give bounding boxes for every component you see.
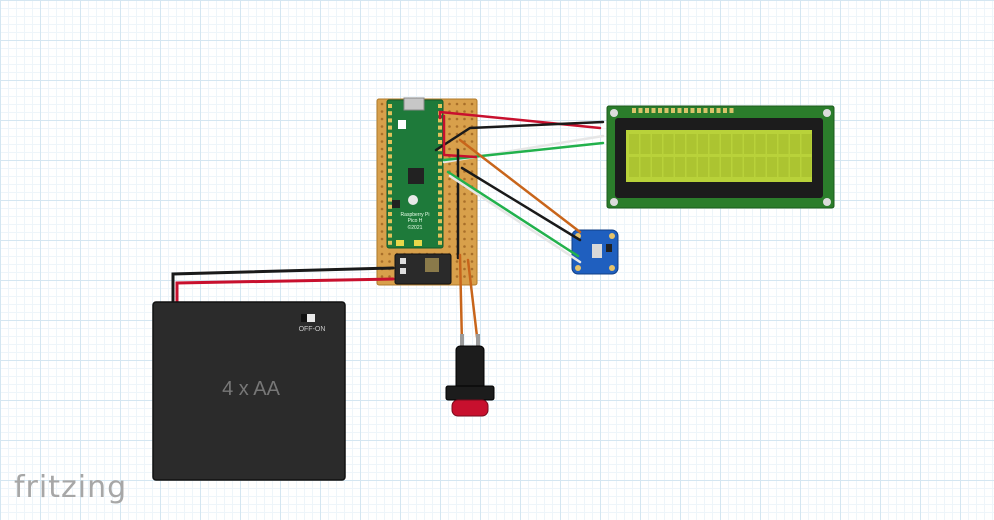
push-button[interactable]: [445, 334, 495, 417]
button-cap[interactable]: [451, 399, 489, 417]
board-wire-red: [442, 114, 478, 159]
pico-label-line3: ©2021: [408, 224, 423, 231]
battery-pack[interactable]: OFF-ON 4 x AA: [152, 301, 346, 481]
battery-label: 4 x AA: [222, 378, 280, 400]
rp2040-chip: [408, 168, 424, 184]
wires: [171, 110, 605, 347]
fritzing-logo: fritzing: [14, 470, 128, 505]
pico-label-line1: Raspberry Pi: [401, 212, 430, 218]
lcd-wire-black: [434, 120, 605, 152]
button-wire-orange-1: [458, 253, 464, 347]
sensor-module[interactable]: [571, 229, 619, 275]
lcd-wire-red: [438, 110, 602, 130]
switch-label: OFF-ON: [299, 326, 326, 333]
raspberry-logo-icon: [408, 195, 418, 205]
lcd-header-pins: [632, 108, 734, 113]
battery-wire-black: [171, 266, 395, 307]
bootsel-button[interactable]: [398, 120, 406, 129]
sensor-wire-orange: [458, 138, 582, 234]
power-module[interactable]: [394, 253, 452, 285]
usb-connector: [403, 97, 425, 111]
pico-board[interactable]: Raspberry Pi Pico H ©2021: [386, 97, 444, 249]
sensor-wire-green: [446, 170, 580, 258]
pico-label-line2: Pico H: [408, 218, 423, 224]
lcd-display[interactable]: [606, 105, 835, 209]
sensor-wire-white: [448, 174, 582, 264]
power-switch[interactable]: [301, 314, 315, 322]
button-wire-orange-2: [466, 258, 480, 347]
sensor-wire-black: [460, 166, 582, 242]
